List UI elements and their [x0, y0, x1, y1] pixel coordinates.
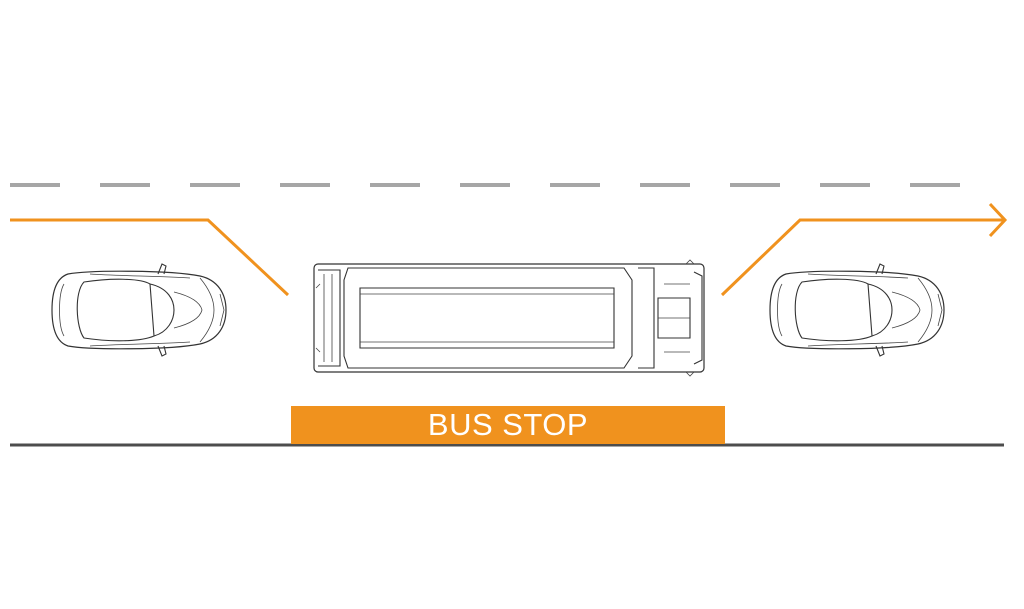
car-behind-bus — [51, 263, 227, 357]
arrow-right-icon — [988, 202, 1008, 238]
bus-stop-zone — [291, 406, 725, 444]
car-ahead-of-bus — [769, 263, 945, 357]
traffic-path-in — [10, 218, 290, 297]
bus-at-stop — [313, 259, 705, 377]
traffic-path-out — [720, 218, 1003, 297]
